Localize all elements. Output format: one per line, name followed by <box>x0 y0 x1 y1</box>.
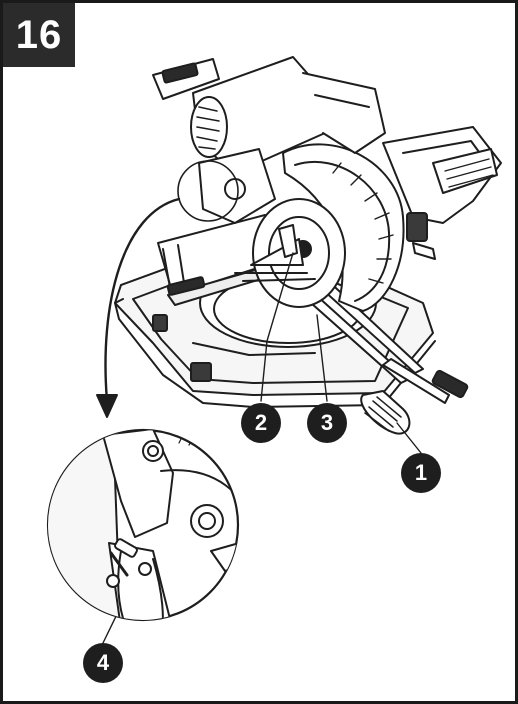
detail-arrow <box>104 197 181 403</box>
adjustment-bolt <box>114 538 138 558</box>
leader-1 <box>396 422 422 454</box>
detail-source-circle <box>177 160 239 222</box>
callout-3: 3 <box>307 403 347 443</box>
step-number-badge: 16 <box>3 3 75 67</box>
callout-4: 4 <box>83 643 123 683</box>
miter-saw-illustration <box>46 56 502 644</box>
callout-1: 1 <box>401 453 441 493</box>
leader-3 <box>316 314 328 402</box>
rear-handle <box>432 148 498 194</box>
leader-2 <box>260 252 294 402</box>
lock-nut <box>138 562 152 576</box>
callout-2: 2 <box>241 403 281 443</box>
front-handle <box>360 390 411 435</box>
